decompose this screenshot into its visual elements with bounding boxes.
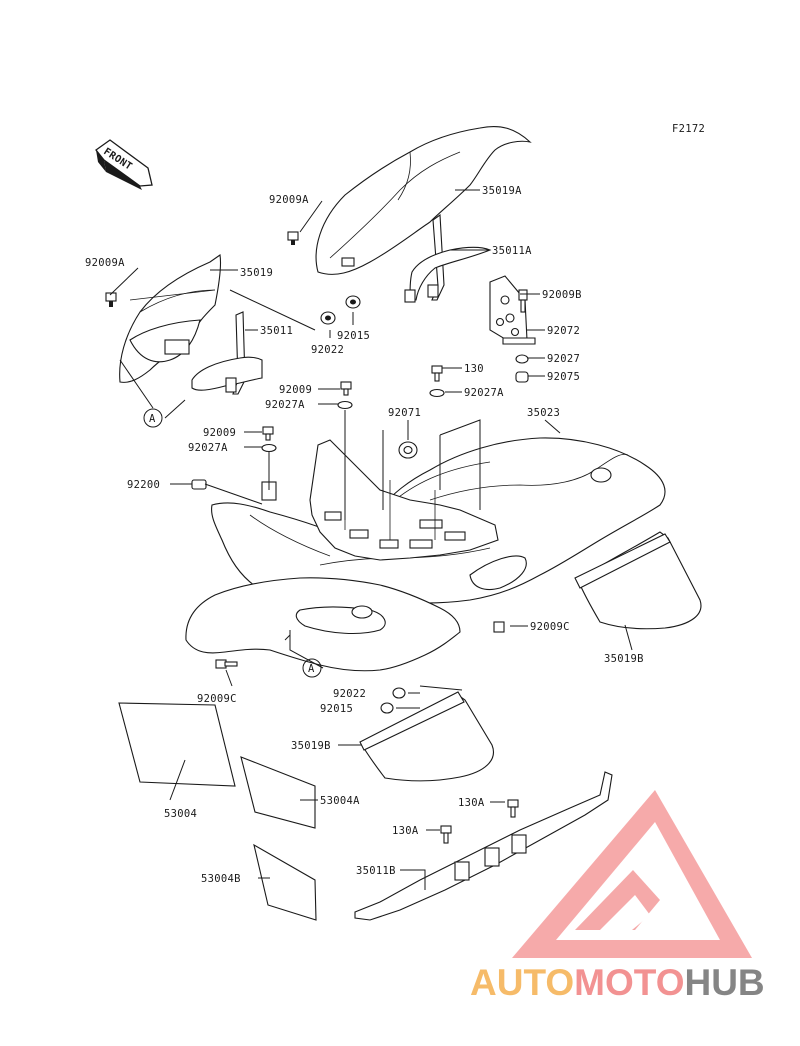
label-92015-bottom: 92015 [320,703,353,715]
label-53004B: 53004B [201,873,241,885]
bolt-130-icon [431,365,443,382]
nut-92022-bottom-icon [392,687,406,699]
label-92009A-top: 92009A [269,194,309,206]
label-35019B-left: 35019B [291,740,331,752]
label-92027A-b: 92027A [188,442,228,454]
label-130A-left: 130A [392,825,419,837]
decal-53004B-shape [253,843,317,921]
part-labels: 35019A 92009A 35011A 92009A 35019 35011 … [85,185,644,885]
part-35019B-left-shape [359,691,494,782]
grommet-92075-icon [515,371,529,383]
nut-92022-top-icon [320,311,336,325]
watermark-logo: AUTOMOTOHUB [470,790,765,1003]
washer-92027A-a-icon [337,400,353,410]
label-92022-top: 92022 [311,344,344,356]
svg-text:A: A [308,663,315,675]
label-92009C-right: 92009C [530,621,570,633]
label-35019: 35019 [240,267,273,279]
part-92072-shape [489,275,536,345]
label-92009-a: 92009 [279,384,312,396]
label-35011B: 35011B [356,865,396,877]
label-92027: 92027 [547,353,580,365]
decal-53004A-shape [240,756,316,829]
collar-92027-icon [515,354,529,364]
part-35011A-shape [404,213,492,303]
part-35011B-shape [354,771,613,921]
label-35019B-right: 35019B [604,653,644,665]
label-53004A: 53004A [320,795,360,807]
label-92027A-a: 92027A [265,399,305,411]
label-35011A: 35011A [492,245,532,257]
bolt-92009-b-icon [262,426,274,441]
label-92015-top: 92015 [337,330,370,342]
nut-92015-bottom-icon [380,702,394,714]
bolt-92009C-left-icon [215,659,238,669]
label-130: 130 [464,363,484,375]
label-92009-b: 92009 [203,427,236,439]
front-arrow-icon: FRONT [95,139,153,190]
label-92075: 92075 [547,371,580,383]
fender-center-frame-shape [261,439,499,561]
label-35023: 35023 [527,407,560,419]
part-35019-shape [119,254,222,383]
svg-text:A: A [149,413,156,425]
nut-92015-top-icon [345,295,361,309]
callout-a-lower: A [302,658,322,678]
figure-id: F2172 [672,123,705,135]
label-92022-bottom: 92022 [333,688,366,700]
part-35019B-right-shape [574,531,702,630]
decal-53004-shape [118,702,236,787]
bolt-92009A-top-icon [287,231,299,245]
bolt-92009B-icon [518,289,528,313]
grommet-92071-icon [398,441,418,459]
spacer-92200-icon [191,479,207,490]
part-35019A-shape [315,125,532,275]
label-92009A-left: 92009A [85,257,125,269]
label-35019A: 35019A [482,185,522,197]
label-92200: 92200 [127,479,160,491]
label-92009C-left: 92009C [197,693,237,705]
part-35011-shape [191,311,263,395]
washer-92027A-b-icon [261,443,277,453]
label-53004: 53004 [164,808,197,820]
bolt-130A-left-icon [440,825,452,844]
bolt-92009A-left-icon [105,292,117,307]
label-92071: 92071 [388,407,421,419]
label-92072: 92072 [547,325,580,337]
part-front-fender-lower-shape [185,577,461,672]
washer-92027A-right-icon [429,388,445,398]
bolt-130A-top-icon [507,799,519,818]
label-130A-top: 130A [458,797,485,809]
label-92027A-right: 92027A [464,387,504,399]
label-35011: 35011 [260,325,293,337]
callout-a-upper: A [143,408,163,428]
leader-lines [109,189,633,890]
bolt-92009C-right-icon [493,621,505,633]
bolt-92009-a-icon [340,381,352,396]
watermark-text: AUTOMOTOHUB [470,962,765,1003]
label-92009B: 92009B [542,289,582,301]
